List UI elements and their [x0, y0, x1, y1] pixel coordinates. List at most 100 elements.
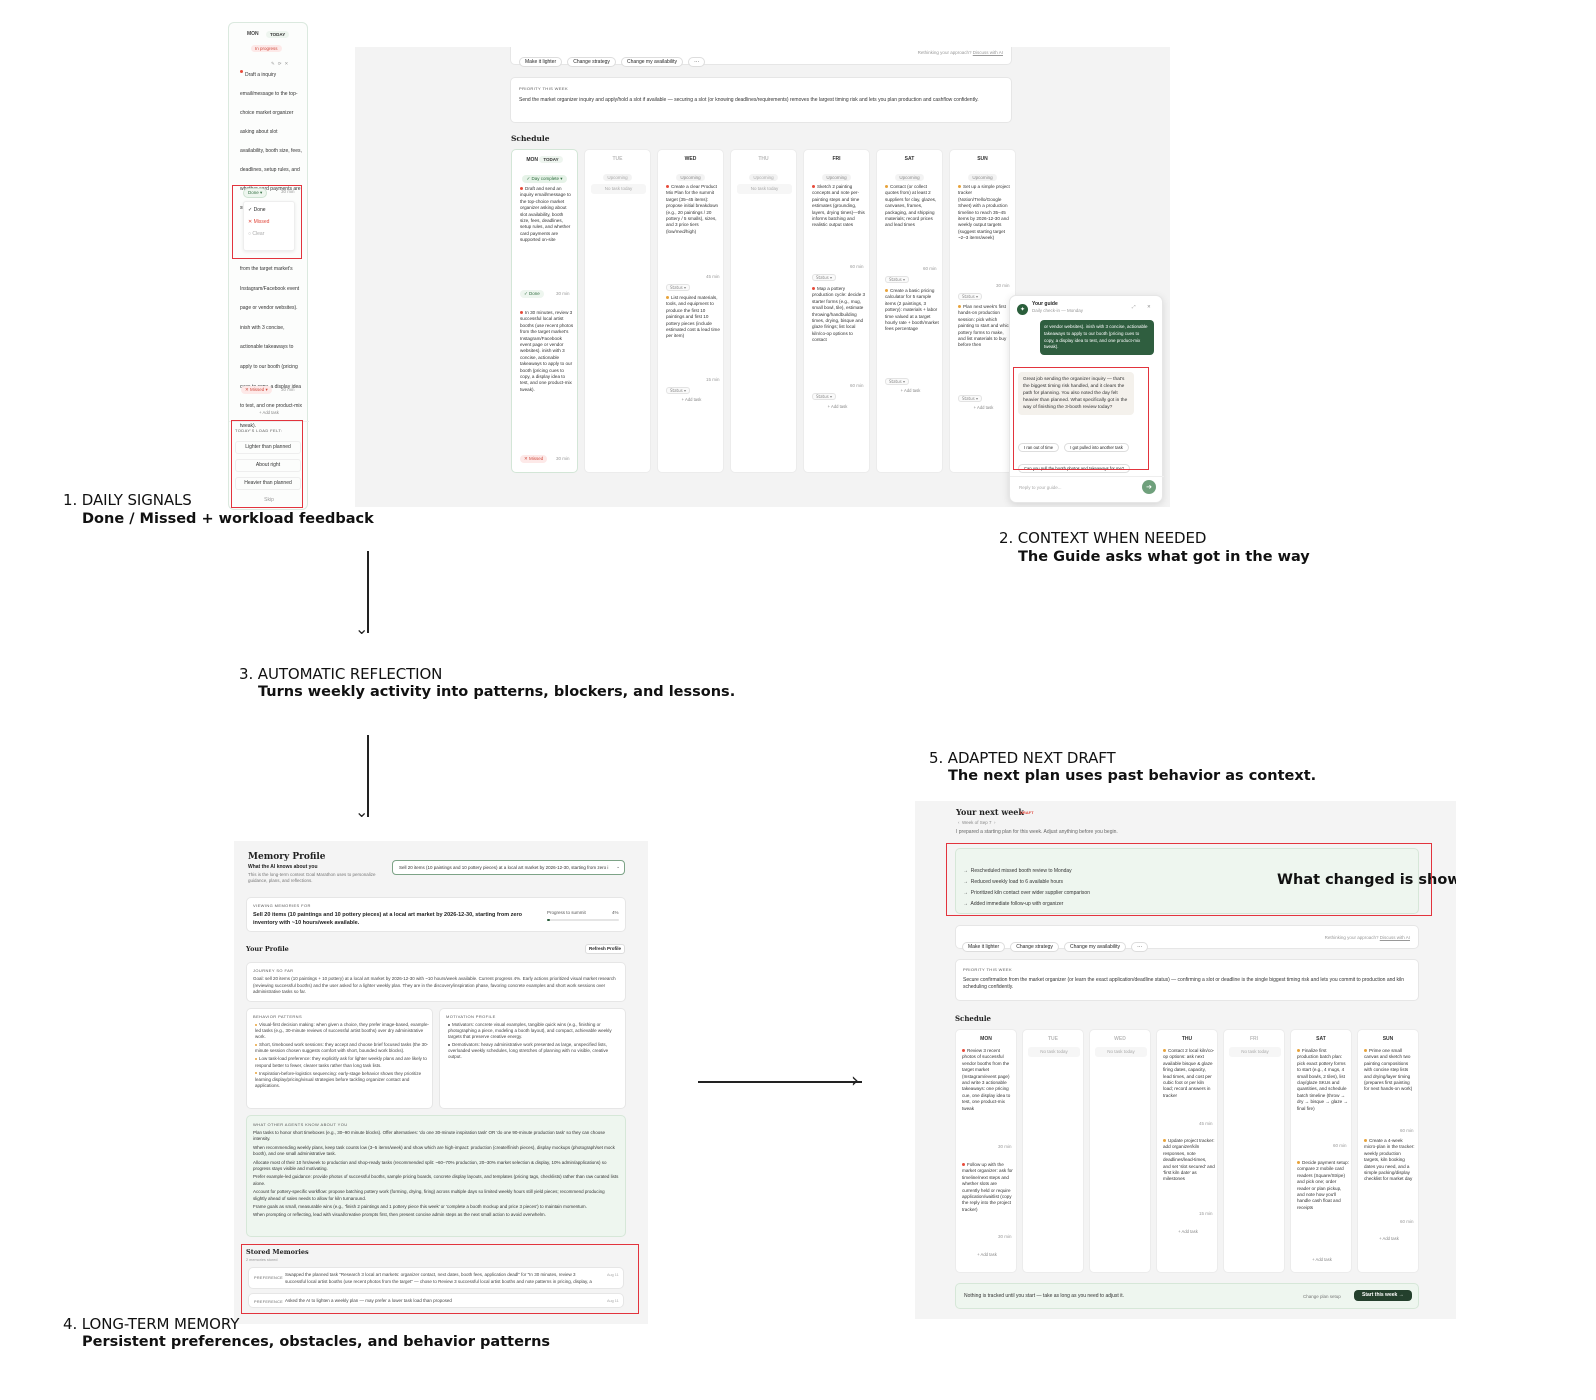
add-task-button[interactable]: + Add task — [977, 1252, 997, 1257]
day-complete-badge[interactable]: ✓ Day complete ▾ — [522, 175, 567, 183]
status-dropdown[interactable]: Status ▾ — [812, 274, 837, 281]
make-lighter-button[interactable]: Make it lighter — [519, 57, 563, 67]
task-duration: 30 min — [556, 456, 570, 461]
next-week-icon[interactable]: › — [993, 820, 996, 825]
discuss-link[interactable]: Discuss with AI — [1379, 935, 1410, 940]
day-column-wed: WED Upcoming Create a clear Product Mix … — [657, 149, 724, 473]
add-task-button[interactable]: + Add task — [900, 388, 921, 393]
quick-reply-pulled-away[interactable]: I got pulled into another task — [1064, 443, 1129, 452]
missed-status-chip[interactable]: ✕ Missed — [520, 455, 548, 463]
motivation-label: MOTIVATION PROFILE — [446, 1014, 496, 1019]
goal-card: VIEWING MEMORIES FOR Sell 20 items (10 p… — [246, 897, 626, 932]
menu-item-missed[interactable]: ✕ Missed — [248, 219, 270, 225]
menu-item-done[interactable]: ✓ Done — [248, 207, 266, 213]
change-strategy-button[interactable]: Change strategy — [567, 57, 616, 67]
task-duration: 30 min — [556, 291, 570, 296]
add-task-button[interactable]: + Add task — [1178, 1229, 1198, 1234]
day-column-sat: SAT Upcoming Contact (or collect quotes … — [876, 149, 943, 473]
status-dropdown[interactable]: Status ▾ — [885, 276, 910, 283]
agents-label: WHAT OTHER AGENTS KNOW ABOUT YOU — [253, 1122, 348, 1127]
done-status-chip[interactable]: Done ▾ — [243, 188, 268, 198]
schedule-heading: Schedule — [955, 1014, 991, 1023]
task-duration: 60 min — [1333, 1143, 1347, 1148]
menu-item-clear[interactable]: ○ Clear — [248, 231, 265, 237]
day-name: SUN — [977, 156, 988, 162]
goal-select[interactable]: Sell 20 items (10 paintings and 10 potte… — [392, 860, 625, 875]
behavior-item: Low task-load preference: they explicitl… — [255, 1056, 427, 1068]
send-arrow-icon[interactable]: ➔ — [1142, 480, 1156, 494]
arrow-right-icon: › — [851, 1068, 859, 1092]
load-heavier-button[interactable]: Heavier than planned — [235, 477, 301, 490]
task-text: List required materials, tools, and equi… — [666, 295, 720, 339]
status-dropdown[interactable]: Status ▾ — [812, 393, 837, 400]
change-item: Added immediate follow-up with organizer — [970, 901, 1064, 907]
more-options-button[interactable]: ··· — [1131, 942, 1149, 952]
task-text: Plan next week's first hands-on producti… — [958, 304, 1012, 348]
stored-memories-heading: Stored Memories — [246, 1248, 309, 1256]
task-duration: 15 min — [1199, 1211, 1213, 1216]
quick-reply-pull-photos[interactable]: Can you pull the booth photos and takeaw… — [1018, 464, 1131, 473]
add-task-button[interactable]: + Add task — [1312, 1257, 1332, 1262]
add-task-button[interactable]: + Add task — [681, 397, 702, 402]
memory-date: Aug 11 — [607, 1273, 619, 1277]
status-dropdown[interactable]: Status ▾ — [666, 387, 691, 394]
add-task-button[interactable]: + Add task — [259, 410, 279, 415]
task-edit-icons[interactable]: ✎⟳✕ — [271, 61, 292, 66]
day-name: THU — [758, 156, 769, 162]
status-dropdown[interactable]: Status ▾ — [958, 395, 983, 402]
task-duration: 60 min — [1400, 1128, 1414, 1133]
day-name: THU — [1181, 1036, 1193, 1042]
quick-reply-ran-out-of-time[interactable]: I ran out of time — [1018, 443, 1060, 452]
journey-card: JOURNEY SO FAR Goal: sell 20 items (10 p… — [246, 962, 626, 1002]
goal-text: Sell 20 items (10 paintings and 10 potte… — [253, 912, 522, 926]
missed-status-chip[interactable]: ✕ Missed ▾ — [241, 386, 272, 394]
day-name: TUE — [1048, 1036, 1058, 1042]
status-badge[interactable]: In progress — [251, 45, 282, 52]
add-task-button[interactable]: + Add task — [827, 404, 848, 409]
add-task-button[interactable]: + Add task — [1379, 1236, 1399, 1241]
load-about-right-button[interactable]: About right — [235, 459, 301, 472]
discuss-link[interactable]: Discuss with AI — [972, 50, 1003, 55]
change-item: Prioritized kiln contact over wider supp… — [970, 890, 1090, 896]
behavior-item: Short, timeboxed work sessions: they acc… — [255, 1042, 429, 1054]
make-lighter-button[interactable]: Make it lighter — [962, 942, 1006, 952]
change-availability-button[interactable]: Change my availability — [1064, 942, 1127, 952]
change-plan-setup-link[interactable]: Change plan setup — [1303, 1294, 1341, 1299]
more-options-button[interactable]: ··· — [688, 57, 706, 67]
task-duration: 30 min — [281, 189, 295, 194]
step4-title: 4. LONG-TERM MEMORY — [63, 1315, 240, 1333]
day-name: MON — [526, 157, 538, 163]
change-availability-button[interactable]: Change my availability — [621, 57, 684, 67]
status-dropdown[interactable]: Status ▾ — [885, 378, 910, 385]
footer-text: Nothing is tracked until you start — tak… — [964, 1293, 1125, 1299]
change-strategy-button[interactable]: Change strategy — [1010, 942, 1059, 952]
start-week-button[interactable]: Start this week → — [1354, 1290, 1412, 1301]
expand-icon[interactable]: ⤢ — [1132, 304, 1136, 309]
done-status-chip[interactable]: ✓ Done — [520, 290, 544, 298]
day-name: TUE — [612, 156, 623, 162]
guide-reply-input[interactable]: Reply to your guide... — [1019, 485, 1062, 490]
draft-badge: DRAFT — [1020, 810, 1034, 815]
upcoming-badge: Upcoming — [968, 174, 997, 181]
add-task-button[interactable]: + Add task — [973, 405, 994, 410]
memory-title: Memory Profile — [248, 852, 326, 862]
task-duration: 30 min — [998, 1234, 1012, 1239]
priority-label: PRIORITY THIS WEEK — [963, 967, 1013, 972]
guide-avatar-icon: ✦ — [1017, 304, 1028, 315]
task-duration: 60 min — [850, 264, 864, 269]
day-column-thu: THU Upcoming No task today — [730, 149, 797, 473]
rethink-text: Rethinking your approach? — [917, 50, 972, 55]
prev-week-icon[interactable]: ‹ — [958, 820, 960, 825]
memory-item: PREFERENCE Swapped the planned task "Res… — [248, 1267, 624, 1289]
arrow-down-icon: ⌄ — [355, 802, 369, 821]
plan-toolbar: Make it lighter Change strategy Change m… — [510, 47, 1012, 67]
task-duration: 60 min — [1400, 1219, 1414, 1224]
status-dropdown[interactable]: Status ▾ — [958, 293, 983, 300]
status-dropdown[interactable]: Status ▾ — [666, 284, 691, 291]
motivation-item: Demotivators: heavy administrative work … — [448, 1042, 609, 1060]
empty-day-text: No task today — [1095, 1047, 1147, 1057]
load-lighter-button[interactable]: Lighter than planned — [235, 441, 301, 454]
refresh-profile-button[interactable]: Refresh Profile — [585, 944, 626, 954]
skip-button[interactable]: Skip — [264, 497, 274, 503]
close-icon[interactable]: ✕ — [1147, 304, 1151, 309]
